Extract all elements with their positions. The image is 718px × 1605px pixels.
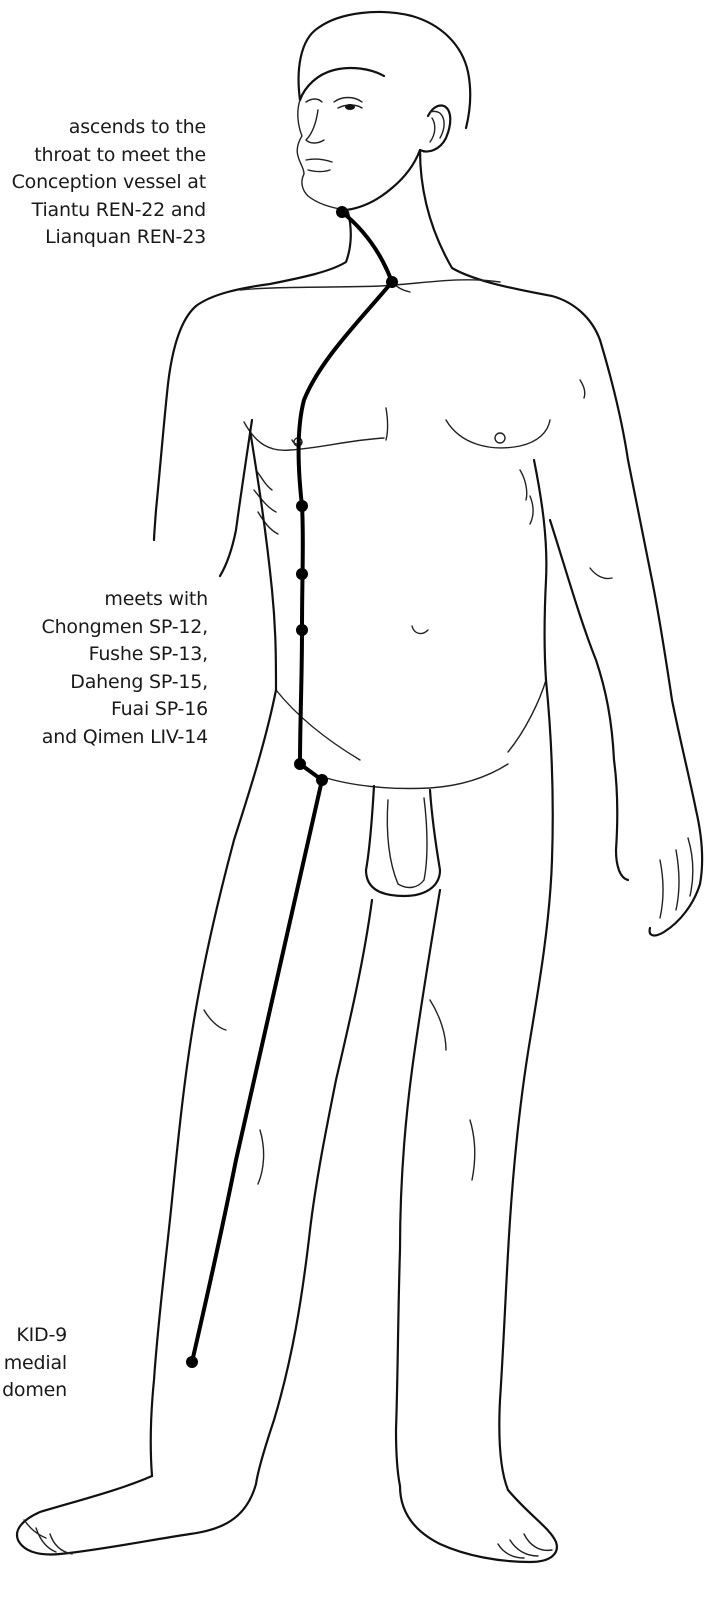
annotation-line: meets with [42, 586, 209, 614]
annotation-line: throat to meet the [12, 142, 206, 170]
annotation-line: ascends to the [12, 114, 206, 142]
annotation-line: Fuai SP-16 [42, 696, 209, 724]
groin [366, 786, 440, 896]
channel-line-leg [192, 780, 322, 1362]
channel-line-trunk [299, 282, 393, 764]
annotation-line: Lianquan REN-23 [12, 224, 206, 252]
point-fuai [296, 568, 308, 580]
point-qimen [296, 500, 308, 512]
annotation-line: Fushe SP-13, [42, 641, 209, 669]
annotation-line: medial [2, 1350, 67, 1378]
annotation-line: KID-9 [2, 1322, 67, 1350]
annotation-throat: ascends to the throat to meet the Concep… [12, 114, 206, 252]
annotation-line: Conception vessel at [12, 169, 206, 197]
annotation-line: domen [2, 1377, 67, 1405]
annotation-kid9: KID-9 medial domen [2, 1322, 67, 1405]
channel-pathway [186, 206, 398, 1368]
point-chongmen [316, 774, 328, 786]
point-lianquan [336, 206, 348, 218]
annotation-line: Tiantu REN-22 and [12, 197, 206, 225]
head [297, 12, 470, 210]
point-fushe [294, 758, 306, 770]
torso-outline [154, 150, 702, 935]
point-daheng [296, 624, 308, 636]
annotation-line: Chongmen SP-12, [42, 614, 209, 642]
point-tiantu [386, 276, 398, 288]
annotation-line: Daheng SP-15, [42, 669, 209, 697]
annotation-abdomen-points: meets with Chongmen SP-12, Fushe SP-13, … [42, 586, 209, 751]
legs [17, 680, 557, 1562]
point-kid9 [186, 1356, 198, 1368]
annotation-line: and Qimen LIV-14 [42, 724, 209, 752]
